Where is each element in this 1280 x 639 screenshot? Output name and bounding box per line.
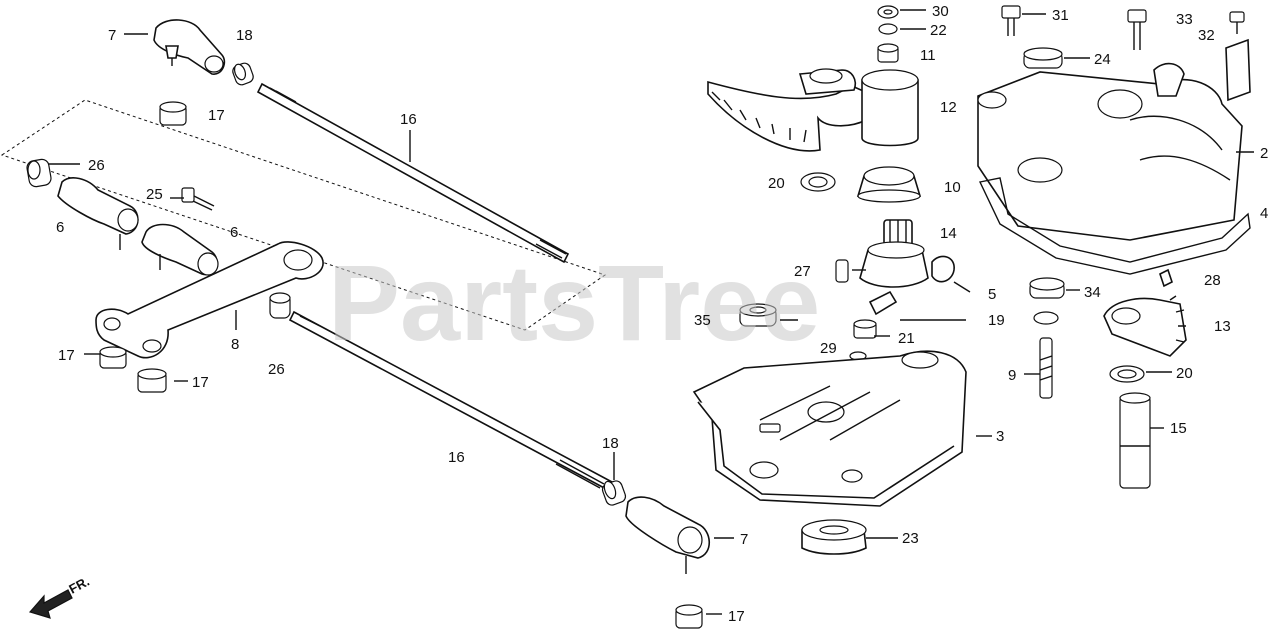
callout-20-lower: 20	[1176, 365, 1193, 382]
nut-21[interactable]	[853, 319, 877, 339]
callout-labels: 7 18 17 16 26 25 6 6 8 17 17 26 16 18 7 …	[56, 3, 1268, 625]
pin-27[interactable]	[835, 259, 849, 283]
callout-19: 19	[988, 312, 1005, 329]
front-arrow-icon	[28, 589, 73, 619]
leader-lines	[48, 9, 1254, 615]
callout-28: 28	[1204, 272, 1221, 289]
callout-18-top: 18	[236, 27, 253, 44]
bushing-17-bottom[interactable]	[675, 604, 703, 629]
callout-23: 23	[902, 530, 919, 547]
sector-gear-12[interactable]	[707, 68, 919, 152]
callout-25: 25	[146, 186, 163, 203]
bushing-17-mid[interactable]	[137, 368, 167, 393]
washer-20-lower[interactable]	[1109, 365, 1145, 383]
shaft-9[interactable]	[1039, 337, 1053, 399]
callout-27: 27	[794, 263, 811, 280]
callout-9: 9	[1008, 367, 1016, 384]
callout-18-bottom: 18	[602, 435, 619, 452]
pinion-14[interactable]	[859, 219, 929, 288]
callout-3: 3	[996, 428, 1004, 445]
callout-6-right: 6	[230, 224, 238, 241]
seal-34[interactable]	[1029, 277, 1065, 299]
callout-31: 31	[1052, 7, 1069, 24]
bushing-10[interactable]	[856, 166, 922, 203]
callout-11: 11	[920, 47, 936, 64]
callout-29: 29	[820, 340, 837, 357]
tie-rod-end-7-top[interactable]	[153, 19, 226, 75]
callout-17-top: 17	[208, 107, 225, 124]
callout-13: 13	[1214, 318, 1231, 335]
callout-17-mid: 17	[192, 374, 209, 391]
callout-14: 14	[940, 225, 957, 242]
tie-rod-end-6-left[interactable]	[57, 177, 139, 250]
callout-20-upper: 20	[768, 175, 785, 192]
callout-30: 30	[932, 3, 949, 20]
shaft-15[interactable]	[1119, 392, 1151, 489]
callout-7-bottom: 7	[740, 531, 748, 548]
callout-17-left: 17	[58, 347, 75, 364]
callout-24: 24	[1094, 51, 1111, 68]
tie-rod-16-upper[interactable]	[256, 82, 570, 264]
callout-12: 12	[940, 99, 957, 116]
collar-26-mid[interactable]	[269, 292, 291, 319]
washer-20-upper[interactable]	[800, 172, 836, 192]
callout-26-left: 26	[88, 157, 105, 174]
callout-8: 8	[231, 336, 239, 353]
callout-4: 4	[1260, 205, 1268, 222]
gear-case-lower-3[interactable]	[692, 350, 967, 507]
key-5[interactable]	[931, 255, 955, 283]
watermark-text: PartsTree	[328, 242, 820, 363]
bracket-32[interactable]	[1225, 11, 1251, 102]
pin-28[interactable]	[1159, 268, 1173, 288]
callout-10: 10	[944, 179, 961, 196]
tie-rod-end-6-right[interactable]	[141, 223, 219, 276]
front-direction-indicator: FR.	[28, 574, 92, 619]
bolt-25[interactable]	[181, 187, 215, 211]
collar-18-bottom[interactable]	[601, 479, 627, 507]
link-arm-8[interactable]	[95, 241, 324, 359]
clip-30[interactable]	[877, 5, 899, 19]
gasket-4[interactable]	[978, 177, 1251, 275]
bolt-31[interactable]	[1001, 5, 1021, 36]
callout-16-lower: 16	[448, 449, 465, 466]
collar-26-left[interactable]	[26, 158, 52, 188]
bushing-11[interactable]	[877, 43, 899, 63]
callout-32: 32	[1198, 27, 1215, 44]
callout-34: 34	[1084, 284, 1101, 301]
collar-18-top[interactable]	[231, 62, 255, 87]
callout-17-bottom: 17	[728, 608, 745, 625]
seal-23[interactable]	[801, 519, 867, 555]
callout-6-left: 6	[56, 219, 64, 236]
callout-21: 21	[898, 330, 915, 347]
seal-35[interactable]	[739, 303, 777, 327]
callout-33: 33	[1176, 11, 1193, 28]
gear-case-upper-2[interactable]	[977, 62, 1243, 241]
callout-7-top: 7	[108, 27, 116, 44]
callout-5: 5	[988, 286, 996, 303]
callout-22: 22	[930, 22, 947, 39]
bracket-19[interactable]	[868, 290, 898, 316]
washer-34b[interactable]	[1033, 311, 1059, 325]
callout-16-upper: 16	[400, 111, 417, 128]
callout-2: 2	[1260, 145, 1268, 162]
gear-13[interactable]	[1103, 295, 1187, 357]
seal-24[interactable]	[1023, 47, 1063, 69]
assembly-outline	[0, 99, 607, 331]
callout-35: 35	[694, 312, 711, 329]
washer-22[interactable]	[878, 23, 898, 35]
tie-rod-end-7-bottom[interactable]	[625, 496, 711, 574]
callout-26-mid: 26	[268, 361, 285, 378]
bushing-17-left[interactable]	[99, 346, 127, 369]
bushing-17-top[interactable]	[159, 101, 187, 126]
callout-15: 15	[1170, 420, 1187, 437]
bolt-33[interactable]	[1127, 9, 1147, 50]
